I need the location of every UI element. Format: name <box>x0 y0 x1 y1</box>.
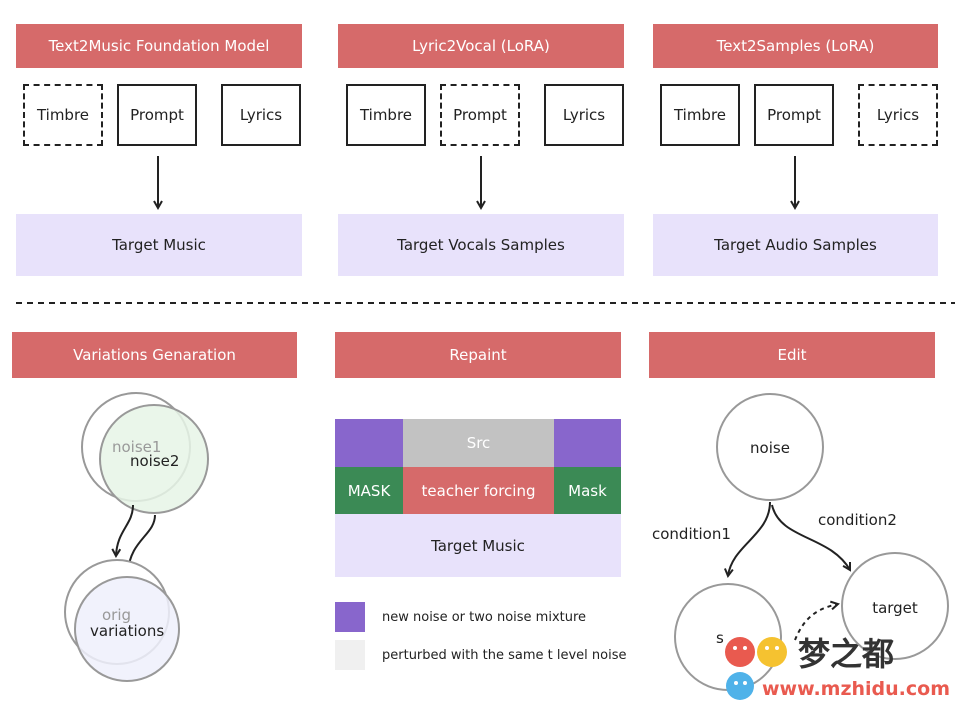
timbre-box: Timbre <box>23 84 103 146</box>
noise2-circle <box>99 404 209 514</box>
lyric2vocal-title: Lyric2Vocal (LoRA) <box>412 37 550 55</box>
timbre-label: Timbre <box>359 106 413 124</box>
noise1-text: noise1 <box>112 438 161 456</box>
legend-text-perturbed: perturbed with the same t level noise <box>382 640 642 670</box>
repaint-target-label: Target Music <box>431 536 525 555</box>
mask-right-label: Mask <box>568 481 607 500</box>
text2music-header: Text2Music Foundation Model <box>16 24 302 68</box>
lyrics-label: Lyrics <box>239 106 283 124</box>
legend-swatch-noise <box>335 602 365 632</box>
edit-source-circle <box>674 583 782 691</box>
teacher-forcing-label: teacher forcing <box>421 481 536 500</box>
text2samples-header: Text2Samples (LoRA) <box>653 24 938 68</box>
edit-noise-text: noise <box>750 439 790 457</box>
lyrics-box: Lyrics <box>544 84 624 146</box>
watermark-face-yellow <box>757 637 787 667</box>
target-audio-box: Target Audio Samples <box>653 214 938 276</box>
lyrics-box: Lyrics <box>221 84 301 146</box>
noise-block-right <box>554 419 621 467</box>
timbre-label: Timbre <box>36 106 90 124</box>
lyrics-box: Lyrics <box>858 84 938 146</box>
target-music-box: Target Music <box>16 214 302 276</box>
mask-left-block: MASK <box>335 467 403 514</box>
variations-header: Variations Genaration <box>12 332 297 378</box>
edit-header: Edit <box>649 332 935 378</box>
prompt-box: Prompt <box>117 84 197 146</box>
watermark-url: www.mzhidu.com <box>762 678 950 700</box>
prompt-box: Prompt <box>440 84 520 146</box>
legend-text-noise: new noise or two noise mixture <box>382 602 642 632</box>
repaint-target-block: Target Music <box>335 514 621 577</box>
legend-noise-label: new noise or two noise mixture <box>382 609 587 625</box>
text2samples-title: Text2Samples (LoRA) <box>716 37 875 55</box>
timbre-box: Timbre <box>660 84 740 146</box>
mask-left-label: MASK <box>347 481 391 500</box>
edit-dashed-arrow <box>794 604 838 641</box>
noise2-text: noise2 <box>130 452 179 470</box>
target-vocals-label: Target Vocals Samples <box>397 236 565 254</box>
condition2-text: condition2 <box>818 511 897 529</box>
watermark-face-red <box>725 637 755 667</box>
edit-target-circle <box>841 552 949 660</box>
teacher-forcing-block: teacher forcing <box>403 467 554 514</box>
prompt-box: Prompt <box>754 84 834 146</box>
noise-block-left <box>335 419 403 467</box>
mask-right-block: Mask <box>554 467 621 514</box>
watermark-logo <box>725 637 787 700</box>
legend-swatch-perturbed <box>335 640 365 670</box>
variations-circle <box>74 576 180 682</box>
lyrics-label: Lyrics <box>876 106 920 124</box>
variations-text: variations <box>90 622 164 640</box>
target-audio-label: Target Audio Samples <box>714 236 877 254</box>
prompt-label: Prompt <box>453 106 507 124</box>
repaint-header: Repaint <box>335 332 621 378</box>
timbre-label: Timbre <box>673 106 727 124</box>
edit-target-text: target <box>872 599 918 617</box>
repaint-title: Repaint <box>449 346 507 364</box>
edit-title: Edit <box>777 346 807 364</box>
prompt-label: Prompt <box>130 106 184 124</box>
edit-source-text: s <box>716 629 724 647</box>
timbre-box: Timbre <box>346 84 426 146</box>
condition1-arrow <box>728 501 771 576</box>
variations-title: Variations Genaration <box>73 346 236 364</box>
target-vocals-box: Target Vocals Samples <box>338 214 624 276</box>
lyric2vocal-header: Lyric2Vocal (LoRA) <box>338 24 624 68</box>
condition1-text: condition1 <box>652 525 731 543</box>
text2music-title: Text2Music Foundation Model <box>48 37 270 55</box>
target-music-label: Target Music <box>112 236 206 254</box>
condition2-arrow <box>771 504 850 570</box>
lyrics-label: Lyrics <box>562 106 606 124</box>
variation-arrow-1 <box>116 504 134 556</box>
edit-noise-circle <box>716 393 824 501</box>
watermark-face-blue <box>726 672 754 700</box>
watermark-brand: 梦之都 <box>798 635 894 673</box>
prompt-label: Prompt <box>767 106 821 124</box>
legend-perturbed-label: perturbed with the same t level noise <box>382 647 627 663</box>
src-block: Src <box>403 419 554 467</box>
orig-text: orig <box>102 606 131 624</box>
src-label: Src <box>466 434 491 452</box>
